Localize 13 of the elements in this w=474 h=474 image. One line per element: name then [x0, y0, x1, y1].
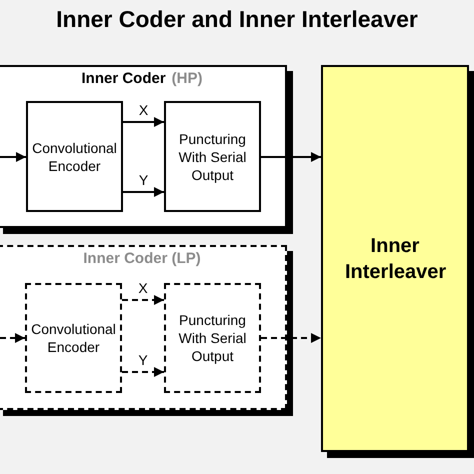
box-label: Puncturing With Serial Output [178, 311, 248, 365]
panel-heading: Inner Coder (LP) [83, 250, 201, 267]
panel-heading: (HP) [172, 70, 202, 87]
process-box [26, 101, 123, 212]
process-box [164, 283, 261, 393]
process-box [164, 101, 261, 212]
panel-heading: Inner Coder [81, 70, 166, 87]
box-label: Convolutional Encoder [31, 138, 118, 174]
box-label: Puncturing With Serial Output [178, 130, 248, 184]
diagram-title: Inner Coder and Inner Interleaver [55, 6, 419, 33]
box-label: Inner Interleaver [344, 234, 448, 284]
box-label: Convolutional Encoder [30, 320, 117, 356]
process-box [25, 283, 122, 393]
